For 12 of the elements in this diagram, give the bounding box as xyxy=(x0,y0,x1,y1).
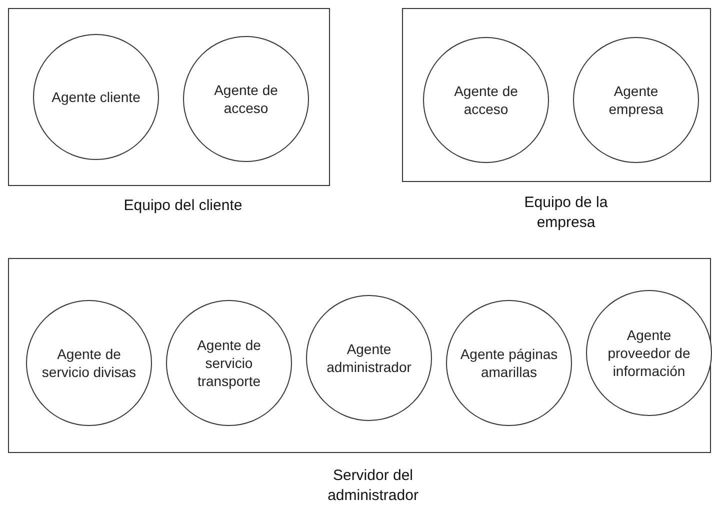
group-caption: Servidor del administrador xyxy=(326,466,420,505)
agent-label: Agente páginas amarillas xyxy=(459,345,559,381)
agent-label: Agente de servicio transporte xyxy=(196,336,262,390)
group-caption: Equipo de la empresa xyxy=(523,193,609,233)
agent-label: Agente empresa xyxy=(608,82,664,118)
agent-label: Agente administrador xyxy=(326,340,412,376)
agent-label: Agente de acceso xyxy=(213,81,279,117)
agent-label: Agente de servicio divisas xyxy=(40,345,138,381)
group-caption: Equipo del cliente xyxy=(122,196,244,216)
agent-label: Agente de acceso xyxy=(453,82,519,118)
agent-label: Agente proveedor de información xyxy=(606,326,692,380)
agent-label: Agente cliente xyxy=(52,88,140,106)
